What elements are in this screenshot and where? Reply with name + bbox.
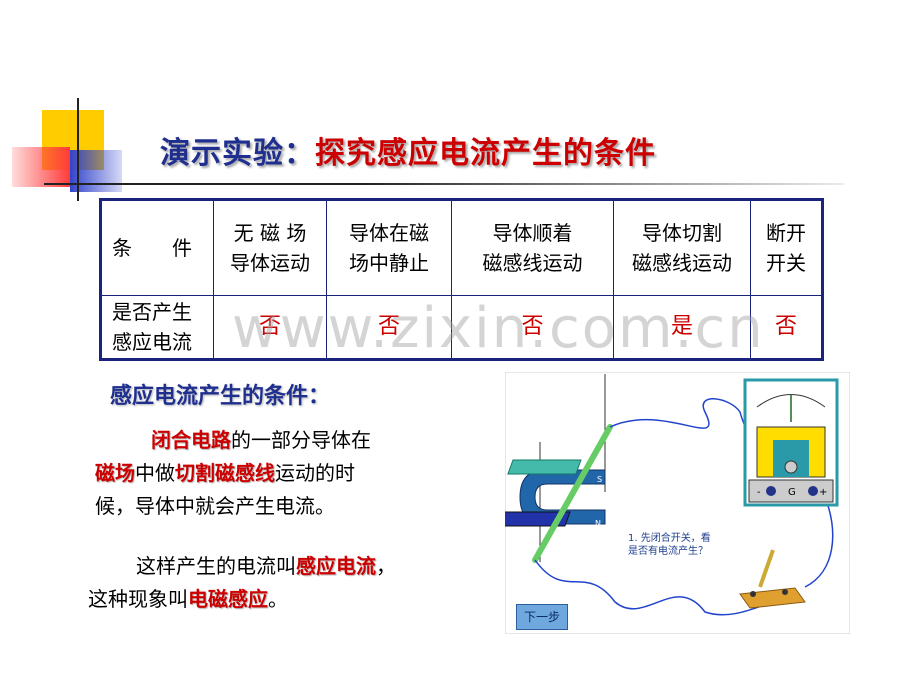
table-answer-row: 是否产生感应电流 否 否 否 是 否: [100, 295, 823, 360]
header-line: 磁感线运动: [632, 251, 732, 275]
p1-line-1: 闭合电路的一部分导体在: [95, 424, 425, 457]
p2-text: ，: [376, 554, 396, 578]
switch-lever[interactable]: [758, 549, 775, 588]
header-line: 导体运动: [230, 251, 310, 275]
deco-red-square: [12, 147, 70, 187]
meter-g-label: G: [788, 487, 796, 498]
header-cell: 导体在磁场中静止: [326, 199, 452, 296]
highlight-cutting-lines: 切割磁感线: [175, 461, 275, 485]
conditions-table: 条 件 无 磁 场导体运动 导体在磁场中静止 导体顺着磁感线运动 导体切割磁感线…: [99, 198, 824, 361]
header-label-cell: 条 件: [100, 199, 214, 296]
simulation-instruction: 1. 先闭合开关，看 是否有电流产生？: [628, 532, 738, 558]
header-cell: 无 磁 场导体运动: [213, 199, 327, 296]
answer-cell: 否: [326, 295, 452, 360]
conductor-rod: [532, 424, 613, 563]
next-step-button[interactable]: 下一步: [516, 604, 568, 630]
magnet-n-label: N: [595, 519, 601, 528]
header-line: 导体顺着: [492, 221, 573, 245]
header-cell: 导体切割磁感线运动: [613, 199, 751, 296]
table-header-row: 条 件 无 磁 场导体运动 导体在磁场中静止 导体顺着磁感线运动 导体切割磁感线…: [100, 199, 823, 296]
p2-text: 这样产生的电流叫: [136, 554, 296, 578]
answer-cell: 否: [750, 295, 823, 360]
p2-line-1: 这样产生的电流叫感应电流，: [88, 550, 448, 583]
header-line: 无 磁 场: [233, 221, 307, 245]
p1-text: 的一部分导体在: [231, 428, 371, 452]
p1-text: 候，导体中就会产生电流。: [95, 494, 335, 518]
p2-text: 这种现象叫: [88, 587, 188, 611]
answer-label-cell: 是否产生感应电流: [100, 295, 214, 360]
header-line: 导体切割: [642, 221, 722, 245]
conditions-paragraph-2: 这样产生的电流叫感应电流， 这种现象叫电磁感应。: [88, 550, 448, 616]
note-line: 是否有电流产生？: [628, 546, 708, 557]
meter-plus-label: +: [819, 487, 827, 498]
highlight-closed-circuit: 闭合电路: [151, 428, 231, 452]
p1-line-2: 磁场中做切割磁感线运动的时: [95, 457, 425, 490]
wire: [534, 559, 791, 616]
answer-label-line: 是否产生: [112, 300, 192, 324]
meter-terminal-plus: [808, 486, 818, 496]
u-magnet-icon: S N: [505, 459, 606, 528]
deco-horizontal-line: [44, 183, 844, 185]
deco-vertical-line: [77, 98, 79, 201]
p2-line-2: 这种现象叫电磁感应。: [88, 583, 448, 616]
title-part1: 演示实验：: [160, 136, 315, 171]
highlight-induced-current: 感应电流: [296, 554, 376, 578]
meter-minus-label: -: [757, 487, 761, 498]
header-line: 开关: [766, 251, 806, 275]
answer-label-line: 感应电流: [112, 330, 192, 354]
note-line: 1. 先闭合开关，看: [628, 533, 711, 544]
galvanometer-icon: - G +: [743, 378, 839, 507]
meter-terminal-minus: [766, 486, 776, 496]
header-line: 磁感线运动: [482, 251, 583, 275]
page-title: 演示实验：探究感应电流产生的条件: [160, 128, 656, 178]
header-cell: 断开开关: [750, 199, 823, 296]
header-line: 导体在磁: [349, 221, 429, 245]
magnet-s-label: S: [597, 475, 602, 484]
highlight-magnetic-field: 磁场: [95, 461, 135, 485]
p2-text: 。: [268, 587, 288, 611]
answer-cell: 是: [613, 295, 751, 360]
answer-cell: 否: [213, 295, 327, 360]
p1-text: 运动的时: [275, 461, 355, 485]
highlight-em-induction: 电磁感应: [188, 587, 268, 611]
header-cell: 导体顺着磁感线运动: [451, 199, 614, 296]
experiment-diagram: S N - G +: [505, 372, 850, 634]
conditions-paragraph-1: 闭合电路的一部分导体在 磁场中做切割磁感线运动的时 候，导体中就会产生电流。: [95, 424, 425, 523]
header-line: 场中静止: [349, 251, 429, 275]
p1-line-3: 候，导体中就会产生电流。: [95, 490, 425, 523]
answer-cell: 否: [451, 295, 614, 360]
header-line: 断开: [766, 221, 806, 245]
conditions-heading: 感应电流产生的条件：: [110, 384, 331, 409]
magnet-bottom-pole: [505, 511, 571, 527]
p1-text: 中做: [135, 461, 175, 485]
header-label: 条 件: [112, 236, 192, 260]
switch-icon[interactable]: [739, 549, 806, 609]
title-part2: 探究感应电流产生的条件: [315, 136, 656, 171]
magnet-top-pole: [507, 459, 582, 475]
